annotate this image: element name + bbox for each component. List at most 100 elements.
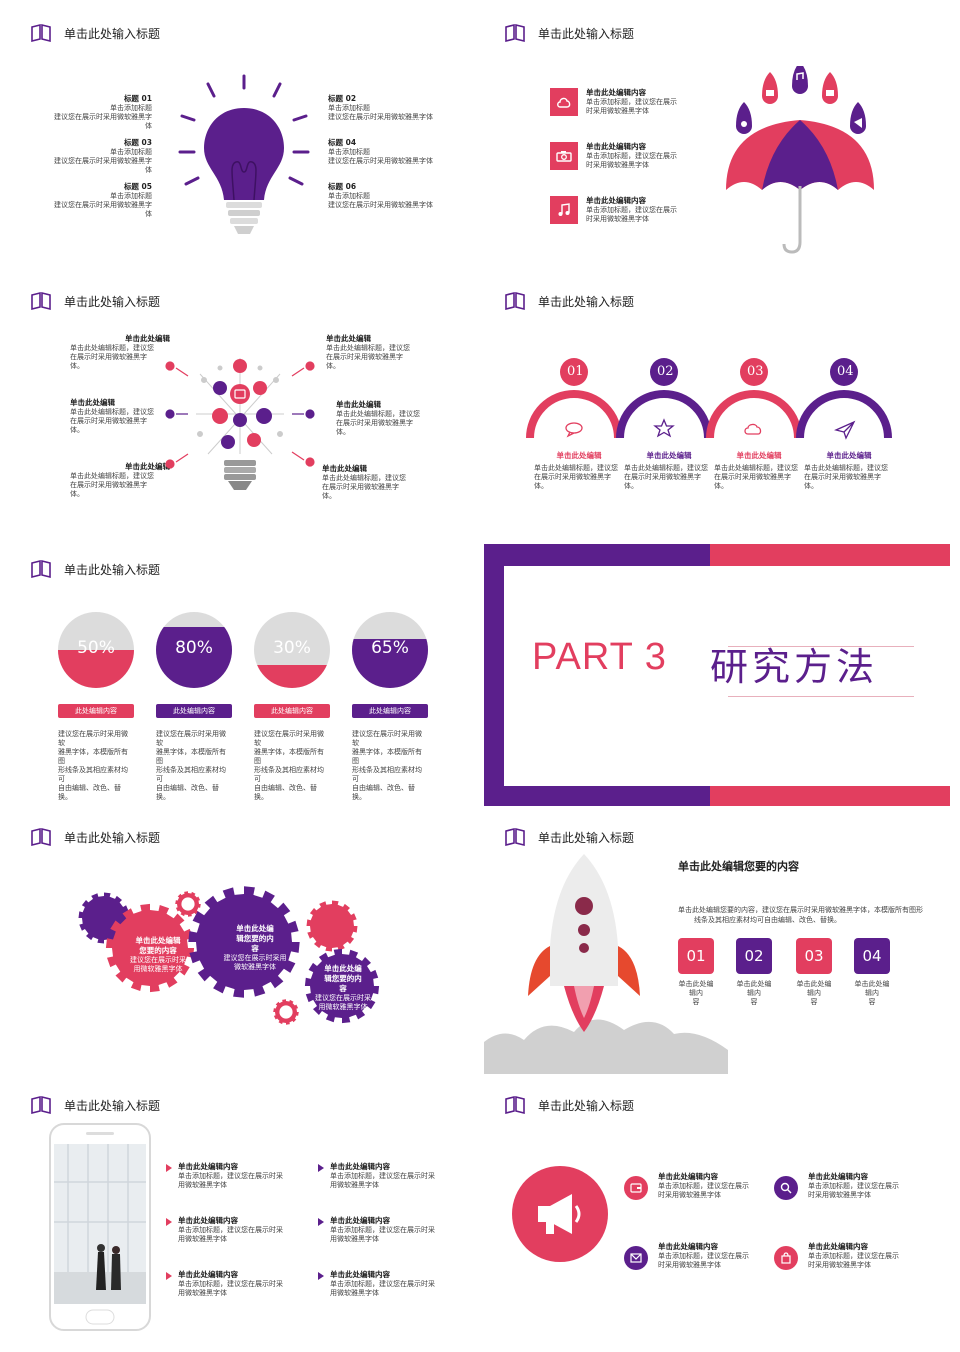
send-icon [834,420,856,440]
slide-rocket: 单击此处输入标题 单击此处编辑您要的内容 单击此处编辑您要的内容，建议您在展示时… [484,812,950,1074]
cloud-icon [550,88,578,116]
section-title: 研究方法 [710,645,879,689]
step-number: 02 [657,364,674,379]
item-text: 时采用微软雅黑字体 [586,161,649,169]
step-col: 单击此处编辑 单击此处编辑标题，建议您 在展示时采用微软雅黑字 体。 [804,450,894,491]
item-title: 单击此处编辑 [70,398,115,407]
bullet-icon [166,1272,172,1280]
step-text: 单击此处编辑标题，建议您 [534,464,618,472]
camera-icon [550,142,578,170]
list-item: 单击此处编辑 单击此处编辑标题，建议您 在展示时采用微软雅黑字 体。 [70,462,170,499]
item-text: 单击添加标题，建议您在展示 [586,98,677,106]
list-item: 单击此处编辑内容 单击添加标题，建议您在展示时采 用微软雅黑字体 [178,1162,298,1190]
list-item: 标题 04 单击添加标题 建议您在展示时采用微软雅黑字体 [328,138,438,166]
slide-gauges: 单击此处输入标题 50% 80% 30% 65% 此处编辑内容 此处编辑内容 此… [10,544,476,806]
item-text: 单击添加标题，建议您在展示时采 [178,1280,283,1288]
list-item: 单击此处编辑内容 单击添加标题，建议您在展示 时采用微软雅黑字体 [586,88,696,116]
slide-title-text: 单击此处输入标题 [64,294,161,309]
item-text: 单击添加标题，建议您在展示 [586,152,677,160]
item-text: 体。 [70,426,84,434]
book-icon [31,559,51,579]
item-title: 单击此处编辑内容 [330,1270,390,1279]
list-item: 单击此处编辑内容 单击添加标题，建议您在展示 时采用微软雅黑字体 [808,1242,918,1270]
item-text: 时采用微软雅黑字体 [658,1191,721,1199]
item-text: 建议您在展示时采用微软雅黑字体 [328,201,433,209]
item-title: 单击此处编辑内容 [178,1270,238,1279]
mail-icon [624,1246,648,1270]
wallet-icon [624,1176,648,1200]
item-text: 在展示时采用微软雅黑字 [326,353,403,361]
item-text: 单击添加标题，建议您在展示 [808,1252,899,1260]
gear-text: 单击此处编 辑您要的内 容 建议您在展示时采用 微软雅黑字体 [210,924,300,972]
slide-lightbulb: 单击此处输入标题 标题 01 单击添加标题 建议您在展示时采用微软雅黑字 体 标… [10,8,476,270]
item-text: 在展示时采用微软雅黑字 [70,481,147,489]
book-icon [505,23,525,43]
desc-line: 建议您在展示时采用微软 [254,730,324,747]
item-title: 单击此处编辑 [336,400,381,409]
gear-body: 建议您在展示时采用 [223,954,287,962]
number-box: 02 [736,938,772,974]
item-text: 单击添加标题，建议您在展示时采 [330,1172,435,1180]
number-box: 01 [678,938,714,974]
list-item: 单击此处编辑 单击此处编辑标题，建议您 在展示时采用微软雅黑字 体。 [322,464,422,501]
slide-title-text: 单击此处输入标题 [538,830,635,845]
book-icon [31,1095,51,1115]
item-title: 单击此处编辑 [125,462,170,471]
gears-diagram [78,886,380,1025]
slide-phone: 单击此处输入标题 单击此处编辑内容 单击添加标题，建议您在展示时采 用微软雅黑字… [10,1080,476,1342]
item-title: 单击此处编辑内容 [808,1172,868,1181]
step-text: 单击此处编辑标题，建议您 [714,464,798,472]
gauge-tag: 此处编辑内容 [254,704,330,718]
step-text: 体。 [534,482,548,490]
slide-title: 单击此处输入标题 [504,1094,634,1116]
item-text: 单击此处编辑标题，建议您 [70,472,154,480]
book-icon [31,291,51,311]
gauge: 80% [156,612,232,688]
list-item: 单击此处编辑 单击此处编辑标题，建议您 在展示时采用微软雅黑字 体。 [70,334,170,371]
step-number: 04 [837,364,854,379]
gear-title: 容 [251,944,259,953]
item-text: 单击添加标题 [328,192,370,200]
box-label-line: 容 [692,998,700,1006]
item-text: 建议您在展示时采用微软雅黑字 [54,157,152,165]
item-text: 单击添加标题 [328,104,370,112]
desc-line: 自由编辑、改色、替换。 [254,784,317,801]
gear-title: 单击此处编 [236,924,274,933]
music-icon [550,196,578,224]
item-title: 单击此处编辑 [326,334,371,343]
item-text: 体。 [70,490,84,498]
gear-purple-large [188,886,300,998]
item-text: 单击添加标题，建议您在展示时采 [330,1280,435,1288]
list-item: 标题 05 单击添加标题 建议您在展示时采用微软雅黑字 体 [42,182,152,219]
item-title: 单击此处编辑内容 [586,142,646,151]
divider-panel [504,566,950,786]
step-title: 单击此处编辑 [556,451,602,460]
desc-line: 形线条及其相应素材均可 [156,766,226,783]
item-title: 标题 06 [328,182,357,191]
step-col: 单击此处编辑 单击此处编辑标题，建议您 在展示时采用微软雅黑字 体。 [714,450,804,491]
step-number: 03 [747,364,764,379]
item-title: 标题 04 [328,138,357,147]
gauge-fill [254,665,330,688]
part-label: PART 3 [532,636,667,678]
book-icon [505,827,525,847]
gear-pink-ring [175,891,201,917]
slide-title-text: 单击此处输入标题 [538,26,635,41]
item-title: 单击此处编辑内容 [586,196,646,205]
slide-steps-arches: 单击此处输入标题 01 02 03 04 单击此处编辑 单击此处编辑标题，建议您… [484,276,950,538]
slide-title: 单击此处输入标题 [504,826,634,848]
item-text: 在展示时采用微软雅黑字 [70,417,147,425]
gauge-pct: 30% [273,638,311,658]
gear-title: 辑您要的内 [324,974,362,983]
item-text: 单击此处编辑标题，建议您 [70,408,154,416]
item-text: 单击添加标题 [328,148,370,156]
list-item: 单击此处编辑内容 单击添加标题，建议您在展示 时采用微软雅黑字体 [586,196,696,224]
slide-section-divider: PART 3 研究方法 [484,544,950,806]
gauge-fill [58,650,134,688]
item-text: 时采用微软雅黑字体 [586,107,649,115]
slide-title: 单击此处输入标题 [30,826,160,848]
gauge: 30% [254,612,330,688]
item-text: 单击添加标题，建议您在展示时采 [178,1226,283,1234]
list-item: 标题 01 单击添加标题 建议您在展示时采用微软雅黑字 体 [42,94,152,131]
gear-body: 用微软雅黑字体 [318,1003,368,1011]
